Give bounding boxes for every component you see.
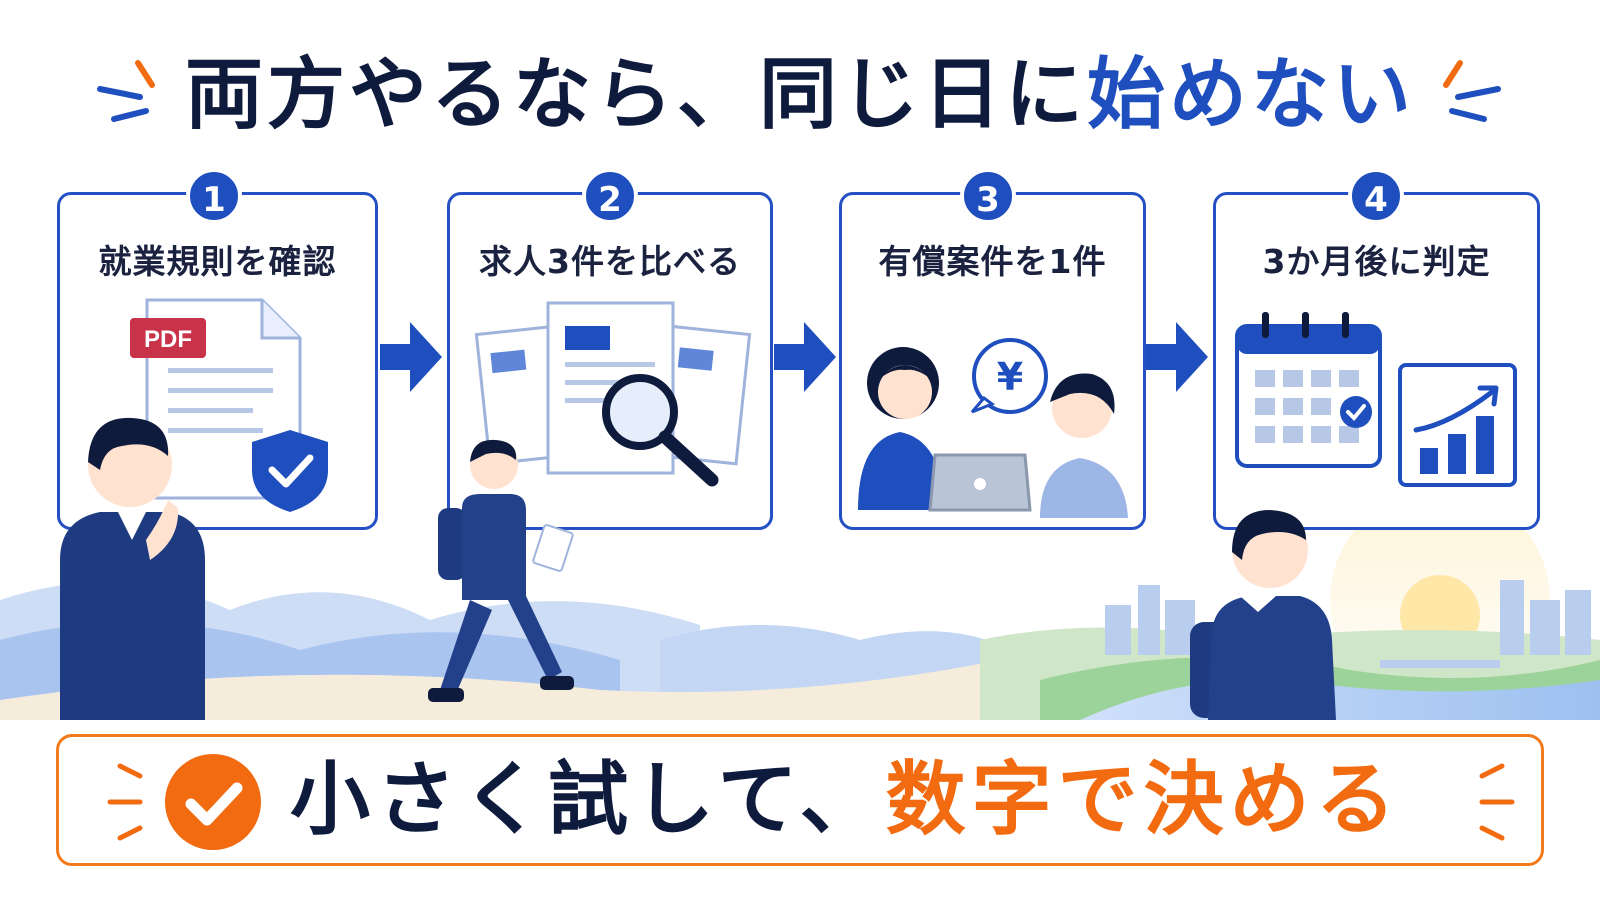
check-circle-icon bbox=[165, 754, 261, 850]
arrow-right-icon-1 bbox=[380, 322, 442, 392]
headline-main: 両方やるなら、同じ日に bbox=[184, 50, 1087, 140]
banner-left-burst-icon bbox=[107, 763, 143, 841]
left-burst-icon bbox=[97, 60, 155, 122]
step-label-4: 3か月後に判定 bbox=[1262, 242, 1491, 281]
client-man-figure bbox=[1040, 373, 1128, 518]
laptop-icon bbox=[928, 453, 1032, 512]
freelancer-woman-figure bbox=[858, 347, 946, 510]
step-badge-2: 2 bbox=[582, 168, 638, 224]
bottom-banner bbox=[56, 734, 1544, 866]
step-badge-1: 1 bbox=[186, 168, 242, 224]
step-badge-4: 4 bbox=[1348, 168, 1404, 224]
person-thinking-figure bbox=[60, 417, 205, 720]
shield-check-icon bbox=[252, 430, 328, 512]
magnifier-icon bbox=[602, 374, 719, 487]
headline-accent: 始めない bbox=[1087, 50, 1416, 140]
growth-chart-icon bbox=[1398, 363, 1517, 487]
svg-text:¥: ¥ bbox=[997, 355, 1023, 399]
person-looking-ahead-figure bbox=[1190, 510, 1336, 720]
svg-text:PDF: PDF bbox=[144, 326, 192, 353]
pdf-tag: PDF bbox=[130, 318, 206, 358]
calendar-check-icon bbox=[1235, 312, 1382, 468]
banner-message: 小さく試して、数字で決める bbox=[290, 744, 1440, 856]
arrow-right-icon-2 bbox=[774, 322, 836, 392]
step-label-3: 有償案件を1件 bbox=[878, 242, 1107, 281]
person-walking-figure bbox=[428, 439, 574, 702]
headline: 両方やるなら、同じ日に始めない bbox=[0, 40, 1600, 150]
banner-accent: 数字で決める bbox=[885, 753, 1402, 846]
step-label-1: 就業規則を確認 bbox=[98, 242, 337, 281]
arrow-right-icon-3 bbox=[1146, 322, 1208, 392]
step-badge-3: 3 bbox=[960, 168, 1016, 224]
right-burst-icon bbox=[1443, 60, 1501, 122]
banner-right-burst-icon bbox=[1479, 763, 1515, 841]
step-label-2: 求人3件を比べる bbox=[479, 242, 741, 281]
yen-speech-bubble-icon: ¥ bbox=[970, 338, 1048, 414]
banner-main: 小さく試して、 bbox=[290, 753, 886, 846]
